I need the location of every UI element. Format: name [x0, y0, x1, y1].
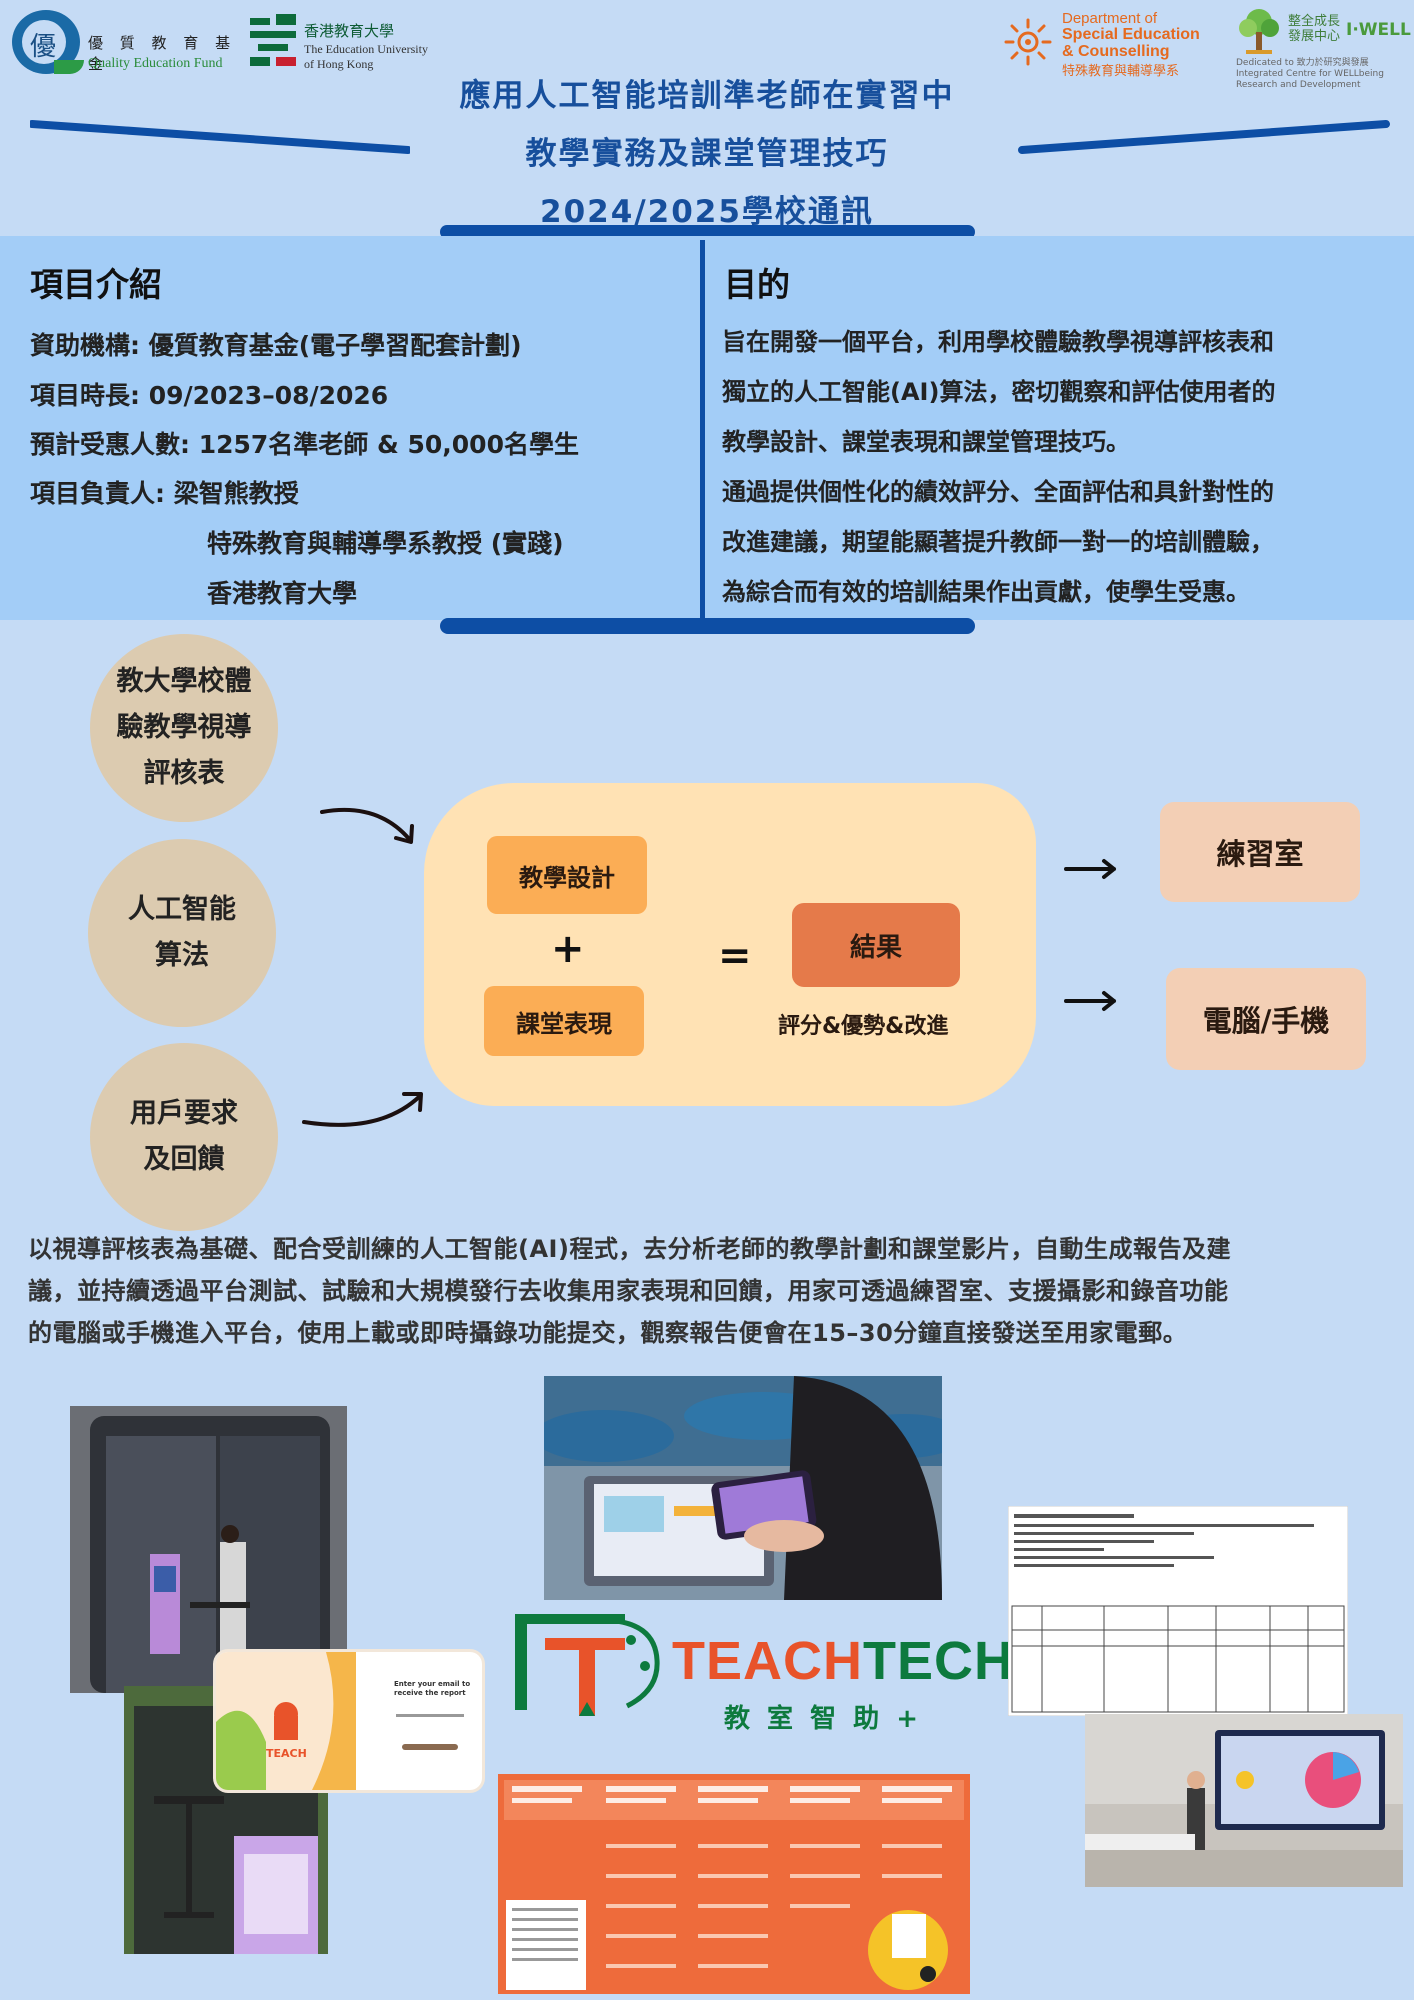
input-user-feedback: 用戶要求及回饋: [90, 1043, 278, 1231]
description-paragraph: 以視導評核表為基礎、配合受訓練的人工智能(AI)程式，去分析老師的教學計劃和課堂…: [28, 1228, 1388, 1354]
title-line-2: 教學實務及課堂管理技巧: [525, 136, 889, 172]
intro-beneficiaries: 預計受惠人數: 1257名準老師 & 50,000名學生: [30, 430, 579, 459]
teachtech-brain-icon: [505, 1610, 665, 1720]
title-right-stroke: [1018, 118, 1390, 158]
input3-line: 及回饋: [143, 1144, 225, 1175]
purpose-line: 改進建議，期望能顯著提升教師一對一的培訓體驗，: [722, 528, 1274, 556]
tree-icon: [1234, 6, 1284, 58]
phone-laptop-photo: [544, 1376, 942, 1600]
email-prompt-text: Enter your email to receive the report: [394, 1680, 471, 1697]
sun-icon: [1004, 18, 1052, 66]
band-divider: [700, 240, 705, 620]
input1-line: 驗教學視導: [116, 712, 252, 743]
sec-line4: 特殊教育與輔導學系: [1062, 64, 1180, 79]
lesson-plan-document: [1008, 1506, 1348, 1716]
intro-heading: 項目介紹: [30, 265, 162, 304]
brand-teach: TEACH: [672, 1631, 863, 1691]
input2-line: 算法: [155, 940, 209, 971]
iwell-en1: Dedicated to 致力於研究與發展: [1236, 58, 1369, 68]
brand-tech: TECH: [863, 1631, 1014, 1691]
band-bottom-bar: [440, 618, 975, 634]
intro-funder: 資助機構: 優質教育基金(電子學習配套計劃): [30, 331, 522, 360]
eduhk-mark-icon: [250, 14, 296, 70]
curved-arrow-up-icon: [300, 1086, 430, 1136]
title-underline-bar: [440, 225, 975, 239]
sec-line2: Special Education& Counselling: [1062, 26, 1200, 60]
sec-line1: Department of: [1062, 10, 1158, 27]
sec-line2b: & Counselling: [1062, 43, 1170, 60]
eduhk-en-line1: The Education University: [304, 42, 428, 56]
purpose-line: 教學設計、課堂表現和課堂管理技巧。: [722, 428, 1130, 456]
iwell-brand: I·WELL: [1346, 20, 1411, 40]
brand-chinese: 教 室 智 助 +: [724, 1704, 922, 1734]
input-ai-algorithm: 人工智能算法: [88, 839, 276, 1027]
title-left-stroke: [28, 118, 412, 154]
purpose-line: 為綜合而有效的培訓結果作出貢獻，使學生受惠。: [722, 578, 1250, 606]
input1-line: 評核表: [143, 758, 225, 789]
iwell-name-zh: 整全成長發展中心: [1288, 14, 1340, 44]
practice-booth-photo: [70, 1406, 347, 1693]
eduhk-en-line2: of Hong Kong: [304, 57, 374, 71]
teaching-design-chip: 教學設計: [487, 836, 647, 914]
intro-duration: 項目時長: 09/2023–08/2026: [30, 381, 389, 410]
iwell-zh1: 整全成長: [1288, 14, 1341, 29]
intro-section: 項目介紹: [30, 258, 162, 306]
app-login-screen: TEACH Enter your email to receive the re…: [216, 1652, 482, 1790]
iwell-en2: Integrated Centre for WELLbeing: [1236, 69, 1384, 79]
classroom-presentation-photo: [1085, 1714, 1403, 1887]
curved-arrow-down-icon: [318, 800, 418, 850]
purpose-line: 通過提供個性化的績效評分、全面評估和具針對性的: [722, 478, 1274, 506]
output-computer-phone: 電腦/手機: [1166, 968, 1366, 1070]
result-box: 結果: [792, 903, 960, 987]
qef-mark-icon: 優: [12, 10, 84, 74]
sec-line2a: Special Education: [1062, 26, 1200, 43]
input2-line: 人工智能: [128, 894, 236, 925]
equals-symbol: =: [718, 933, 752, 979]
purpose-line: 旨在開發一個平台，利用學校體驗教學視導評核表和: [722, 328, 1274, 356]
intro-lead-title: 特殊教育與輔導學系教授 (實踐): [207, 529, 564, 558]
intro-lead-org: 香港教育大學: [207, 579, 358, 608]
teachtech-wordmark: TEACHTECH+: [672, 1630, 1047, 1692]
svg-text:TEACH: TEACH: [266, 1747, 307, 1760]
qef-logo: 優 優 質 教 育 基 金 Quality Education Fund: [12, 8, 242, 78]
competency-framework-graphic: [498, 1774, 970, 1994]
purpose-line: 獨立的人工智能(AI)算法，密切觀察和評估使用者的: [722, 378, 1276, 406]
result-subtitle: 評分&優勢&改進: [778, 1014, 949, 1039]
input1-line: 教大學校體: [116, 666, 252, 697]
description-line: 以視導評核表為基礎、配合受訓練的人工智能(AI)程式，去分析老師的教學計劃和課堂…: [28, 1235, 1231, 1263]
purpose-section: 目的: [724, 258, 790, 306]
input3-line: 用戶要求: [130, 1098, 238, 1129]
plus-symbol: +: [551, 926, 585, 972]
iwell-en3: Research and Development: [1236, 80, 1361, 90]
purpose-heading: 目的: [724, 265, 790, 304]
purpose-text: 旨在開發一個平台，利用學校體驗教學視導評核表和 獨立的人工智能(AI)算法，密切…: [722, 317, 1414, 617]
description-line: 的電腦或手機進入平台，使用上載或即時攝錄功能提交，觀察報告便會在15–30分鐘直…: [28, 1319, 1188, 1347]
output-practice-room: 練習室: [1160, 802, 1360, 902]
class-performance-chip: 課堂表現: [484, 986, 644, 1056]
eduhk-name-zh: 香港教育大學: [304, 22, 395, 40]
intro-lead: 項目負責人: 梁智熊教授: [30, 479, 299, 508]
iwell-zh2: 發展中心: [1288, 29, 1341, 44]
title-line-1: 應用人工智能培訓準老師在實習中: [459, 78, 955, 114]
arrow-right-icon: [1064, 990, 1118, 1012]
qef-mark-char: 優: [30, 32, 57, 62]
arrow-right-icon: [1064, 858, 1118, 880]
intro-band: [0, 236, 1414, 620]
input-assessment-form: 教大學校體驗教學視導評核表: [90, 634, 278, 822]
qef-name-zh: 優 質 教 育 基 金: [88, 34, 237, 73]
qef-name-en: Quality Education Fund: [88, 56, 223, 71]
title-line-3: 2024/2025學校通訊: [540, 194, 874, 230]
description-line: 議，並持續透過平台測試、試驗和大規模發行去收集用家表現和回饋，用家可透過練習室、…: [28, 1277, 1229, 1305]
sec-dept-logo: Department of Special Education& Counsel…: [1004, 10, 1219, 79]
